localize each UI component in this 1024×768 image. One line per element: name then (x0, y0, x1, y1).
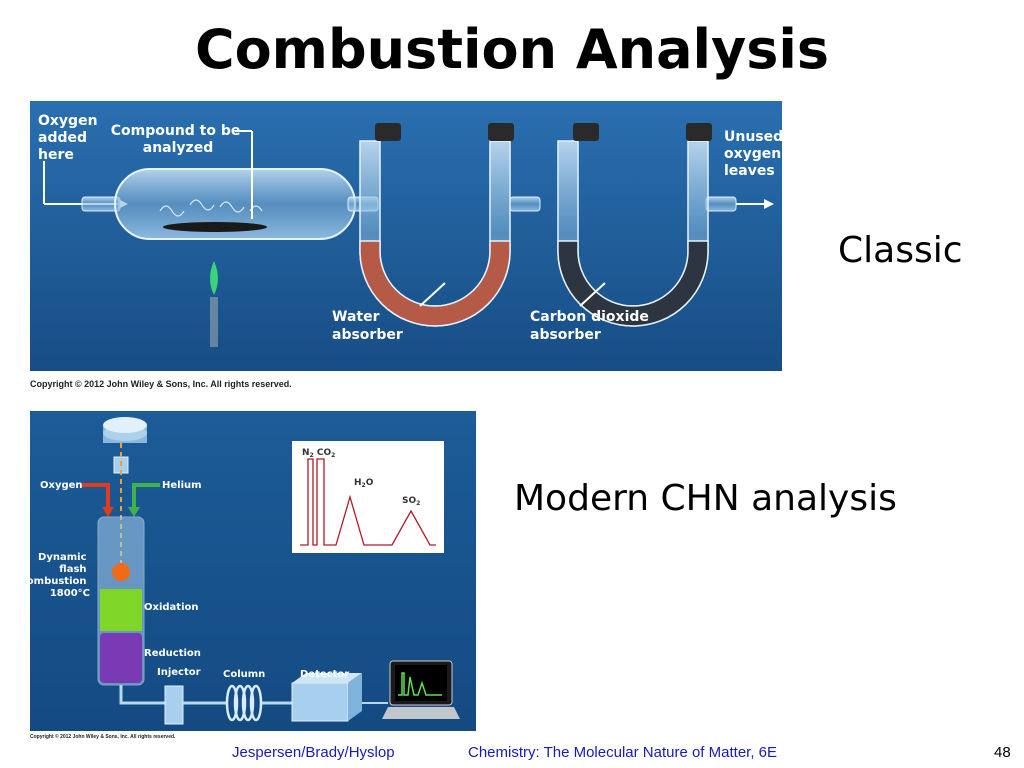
svg-text:H2O: H2O (354, 478, 374, 489)
detector-label: Detector (300, 669, 349, 680)
slide-title: Combustion Analysis (194, 18, 830, 81)
detector-box (291, 682, 349, 722)
classic-label: Classic (838, 230, 963, 271)
chromatogram: N2 CO2 H2O SO2 (292, 441, 444, 553)
water-absorber-tube (359, 123, 514, 327)
burner-flame (210, 261, 218, 295)
co2-absorber-label: Carbon dioxide absorber (530, 309, 654, 343)
oxidation-label: Oxidation (144, 602, 198, 613)
modern-chn-figure: N2 CO2 H2O SO2 Oxygen Helium Dynamic fla… (30, 411, 476, 731)
helium-label: Helium (162, 480, 202, 491)
water-absorber-label: Water absorber (332, 309, 403, 343)
footer-book-title: Chemistry: The Molecular Nature of Matte… (468, 744, 778, 761)
helium-arrow (132, 483, 160, 509)
footer-authors: Jespersen/Brady/Hyslop (232, 744, 395, 761)
combustion-label: Dynamic flash combustion 1800°C (30, 552, 90, 599)
modern-copyright: Copyright © 2012 John Wiley & Sons, Inc.… (30, 734, 176, 740)
chromatogram-trace (300, 458, 436, 546)
oxygen-arrow (80, 483, 110, 509)
injector-label: Injector (157, 667, 201, 678)
unused-oxygen-label: Unused oxygen leaves (724, 129, 782, 179)
oxygen-label: Oxygen (40, 480, 83, 491)
gc-column-coil (225, 684, 263, 722)
classic-copyright: Copyright © 2012 John Wiley & Sons, Inc.… (30, 379, 292, 389)
svg-text:N2 CO2: N2 CO2 (302, 448, 335, 459)
classic-apparatus-figure: Oxygen added here Compound to be analyze… (30, 101, 782, 371)
modern-label: Modern CHN analysis (514, 478, 897, 519)
svg-text:SO2: SO2 (402, 496, 420, 507)
compound-label: Compound to be analyzed (111, 123, 246, 156)
laptop-computer (382, 660, 460, 719)
sample-compound (163, 222, 267, 232)
reduction-zone (100, 633, 142, 683)
flash-combustion-glow (112, 563, 130, 581)
co2-absorber-tube (557, 123, 712, 327)
injector (164, 685, 184, 725)
page-number: 48 (994, 744, 1011, 761)
column-label: Column (223, 669, 265, 680)
oxidation-zone (100, 589, 142, 631)
reduction-label: Reduction (144, 648, 201, 659)
oxygen-added-label: Oxygen added here (38, 113, 102, 163)
